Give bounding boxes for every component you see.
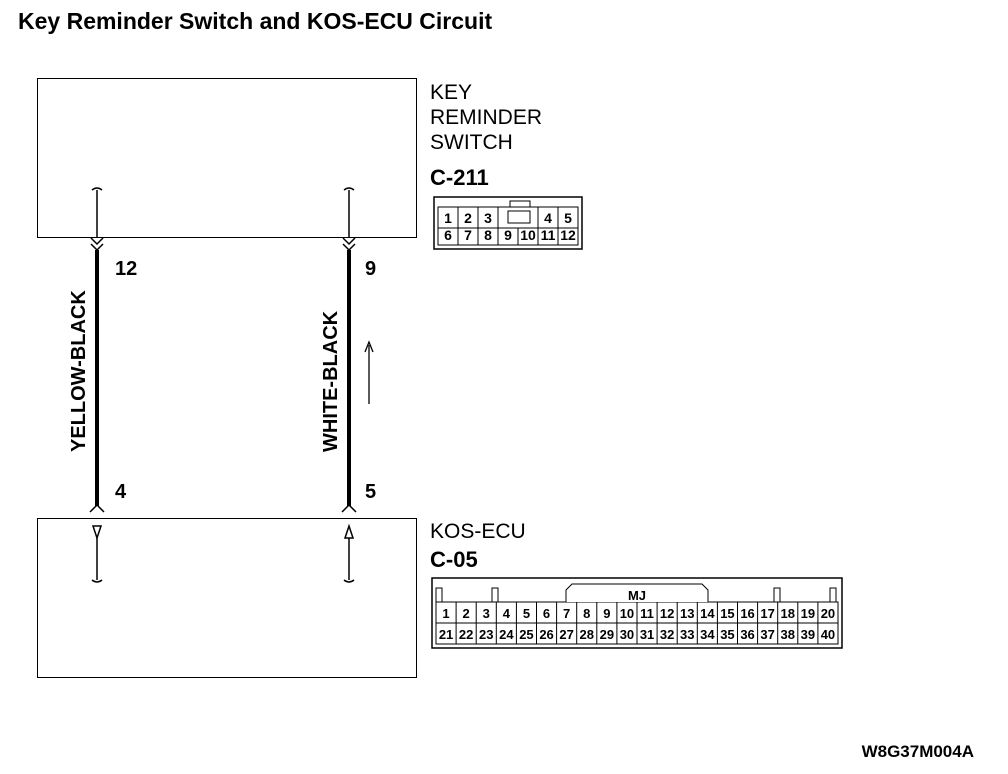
signal-direction-arrow-icon — [364, 340, 374, 404]
pin-cell: 17 — [760, 606, 774, 621]
pin-cell: 20 — [821, 606, 835, 621]
pin-cell: 15 — [720, 606, 734, 621]
pin-cell: 11 — [541, 227, 556, 243]
wire-white-black — [341, 187, 357, 583]
pin-cell: 3 — [483, 606, 490, 621]
pin-cell: 38 — [781, 627, 795, 642]
pin-cell: 7 — [464, 227, 472, 243]
connector-tag: MJ — [628, 588, 646, 603]
ecu-name: KOS-ECU — [430, 520, 526, 543]
pin-number-bottom-left: 4 — [115, 481, 127, 503]
pin-cell: 8 — [484, 227, 492, 243]
pin-cell: 1 — [442, 606, 449, 621]
pin-cell: 5 — [523, 606, 530, 621]
pin-cell: 9 — [504, 227, 512, 243]
diagram-code: W8G37M004A — [861, 742, 974, 761]
pin-cell: 2 — [463, 606, 470, 621]
pin-cell: 5 — [564, 210, 572, 226]
pin-cell: 9 — [603, 606, 610, 621]
pin-cell: 11 — [640, 606, 654, 621]
pin-cell: 16 — [740, 606, 754, 621]
pin-cell: 34 — [700, 627, 715, 642]
pin-cell: 26 — [539, 627, 553, 642]
pin-cell: 19 — [801, 606, 815, 621]
pin-cell: 12 — [660, 606, 674, 621]
pin-cell: 1 — [444, 210, 452, 226]
diagram-title: Key Reminder Switch and KOS-ECU Circuit — [18, 8, 493, 34]
pin-cell: 37 — [760, 627, 774, 642]
pin-cell: 8 — [583, 606, 590, 621]
pin-cell: 29 — [600, 627, 614, 642]
pin-cell: 14 — [700, 606, 715, 621]
pin-cell: 7 — [563, 606, 570, 621]
pin-cell: 21 — [439, 627, 453, 642]
pin-cell: 31 — [640, 627, 654, 642]
pin-cell: 30 — [620, 627, 634, 642]
pin-cell: 18 — [781, 606, 795, 621]
pin-cell: 28 — [580, 627, 594, 642]
pin-number-bottom-right: 5 — [365, 481, 377, 503]
switch-connector-id: C-211 — [430, 165, 489, 190]
pin-cell: 23 — [479, 627, 493, 642]
pin-cell: 39 — [801, 627, 815, 642]
wire-color-label-white-black: WHITE-BLACK — [320, 310, 342, 452]
input-arrow-icon — [91, 525, 103, 541]
pin-cell: 40 — [821, 627, 835, 642]
pin-cell: 25 — [519, 627, 533, 642]
pin-cell: 35 — [720, 627, 734, 642]
pin-cell: 33 — [680, 627, 694, 642]
kos-ecu-box — [37, 518, 417, 678]
pin-cell: 3 — [484, 210, 492, 226]
ecu-connector-id: C-05 — [430, 547, 478, 572]
pin-cell: 4 — [503, 606, 511, 621]
break-mark — [91, 187, 103, 191]
pin-cell: 6 — [444, 227, 452, 243]
pin-cell: 10 — [620, 606, 634, 621]
key-reminder-switch-box — [37, 78, 417, 238]
pin-cell: 22 — [459, 627, 473, 642]
wire-yellow-black — [89, 187, 105, 583]
pin-cell: 24 — [499, 627, 514, 642]
pin-cell: 27 — [559, 627, 573, 642]
pin-cell: 6 — [543, 606, 550, 621]
pin-cell: 36 — [740, 627, 754, 642]
pin-cell: 32 — [660, 627, 674, 642]
switch-name: KEY REMINDER SWITCH — [430, 81, 543, 154]
pin-cell: 12 — [560, 227, 576, 243]
pin-cell: 13 — [680, 606, 694, 621]
key-slot-icon — [507, 210, 531, 224]
pin-cell: 10 — [520, 227, 536, 243]
pin-number-top-left: 12 — [115, 258, 138, 280]
output-arrow-icon — [343, 523, 355, 539]
pin-cell: 2 — [464, 210, 472, 226]
wire-color-label-yellow-black: YELLOW-BLACK — [68, 290, 90, 452]
pin-number-top-right: 9 — [365, 258, 377, 280]
pin-cell: 4 — [544, 210, 552, 226]
